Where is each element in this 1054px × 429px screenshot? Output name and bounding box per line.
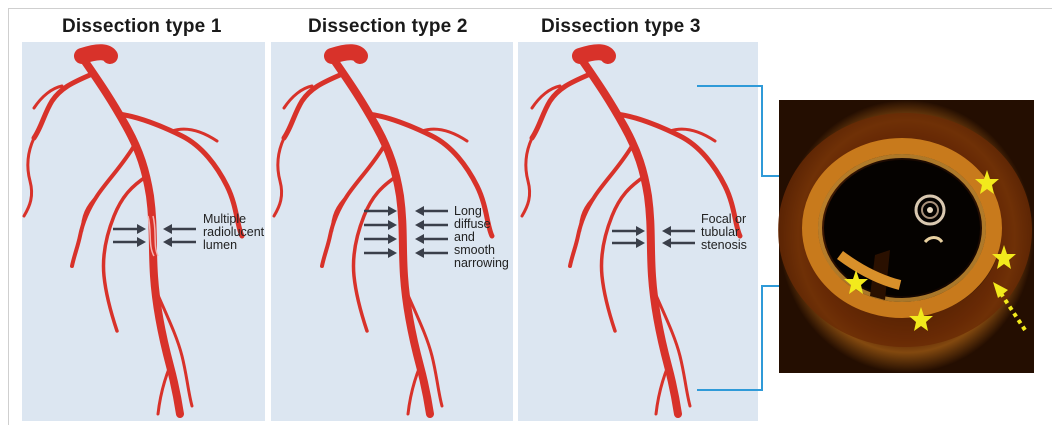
label-line: stenosis — [701, 239, 747, 252]
panel-3-label: Focal or tubular stenosis — [701, 213, 747, 252]
panel-1-label: Multiple radiolucent lumen — [203, 213, 264, 252]
label-line: lumen — [203, 239, 264, 252]
panel-2-label: Long diffuse and smooth narrowing — [454, 205, 509, 270]
oct-cross-section-image — [779, 100, 1034, 373]
label-line: narrowing — [454, 257, 509, 270]
